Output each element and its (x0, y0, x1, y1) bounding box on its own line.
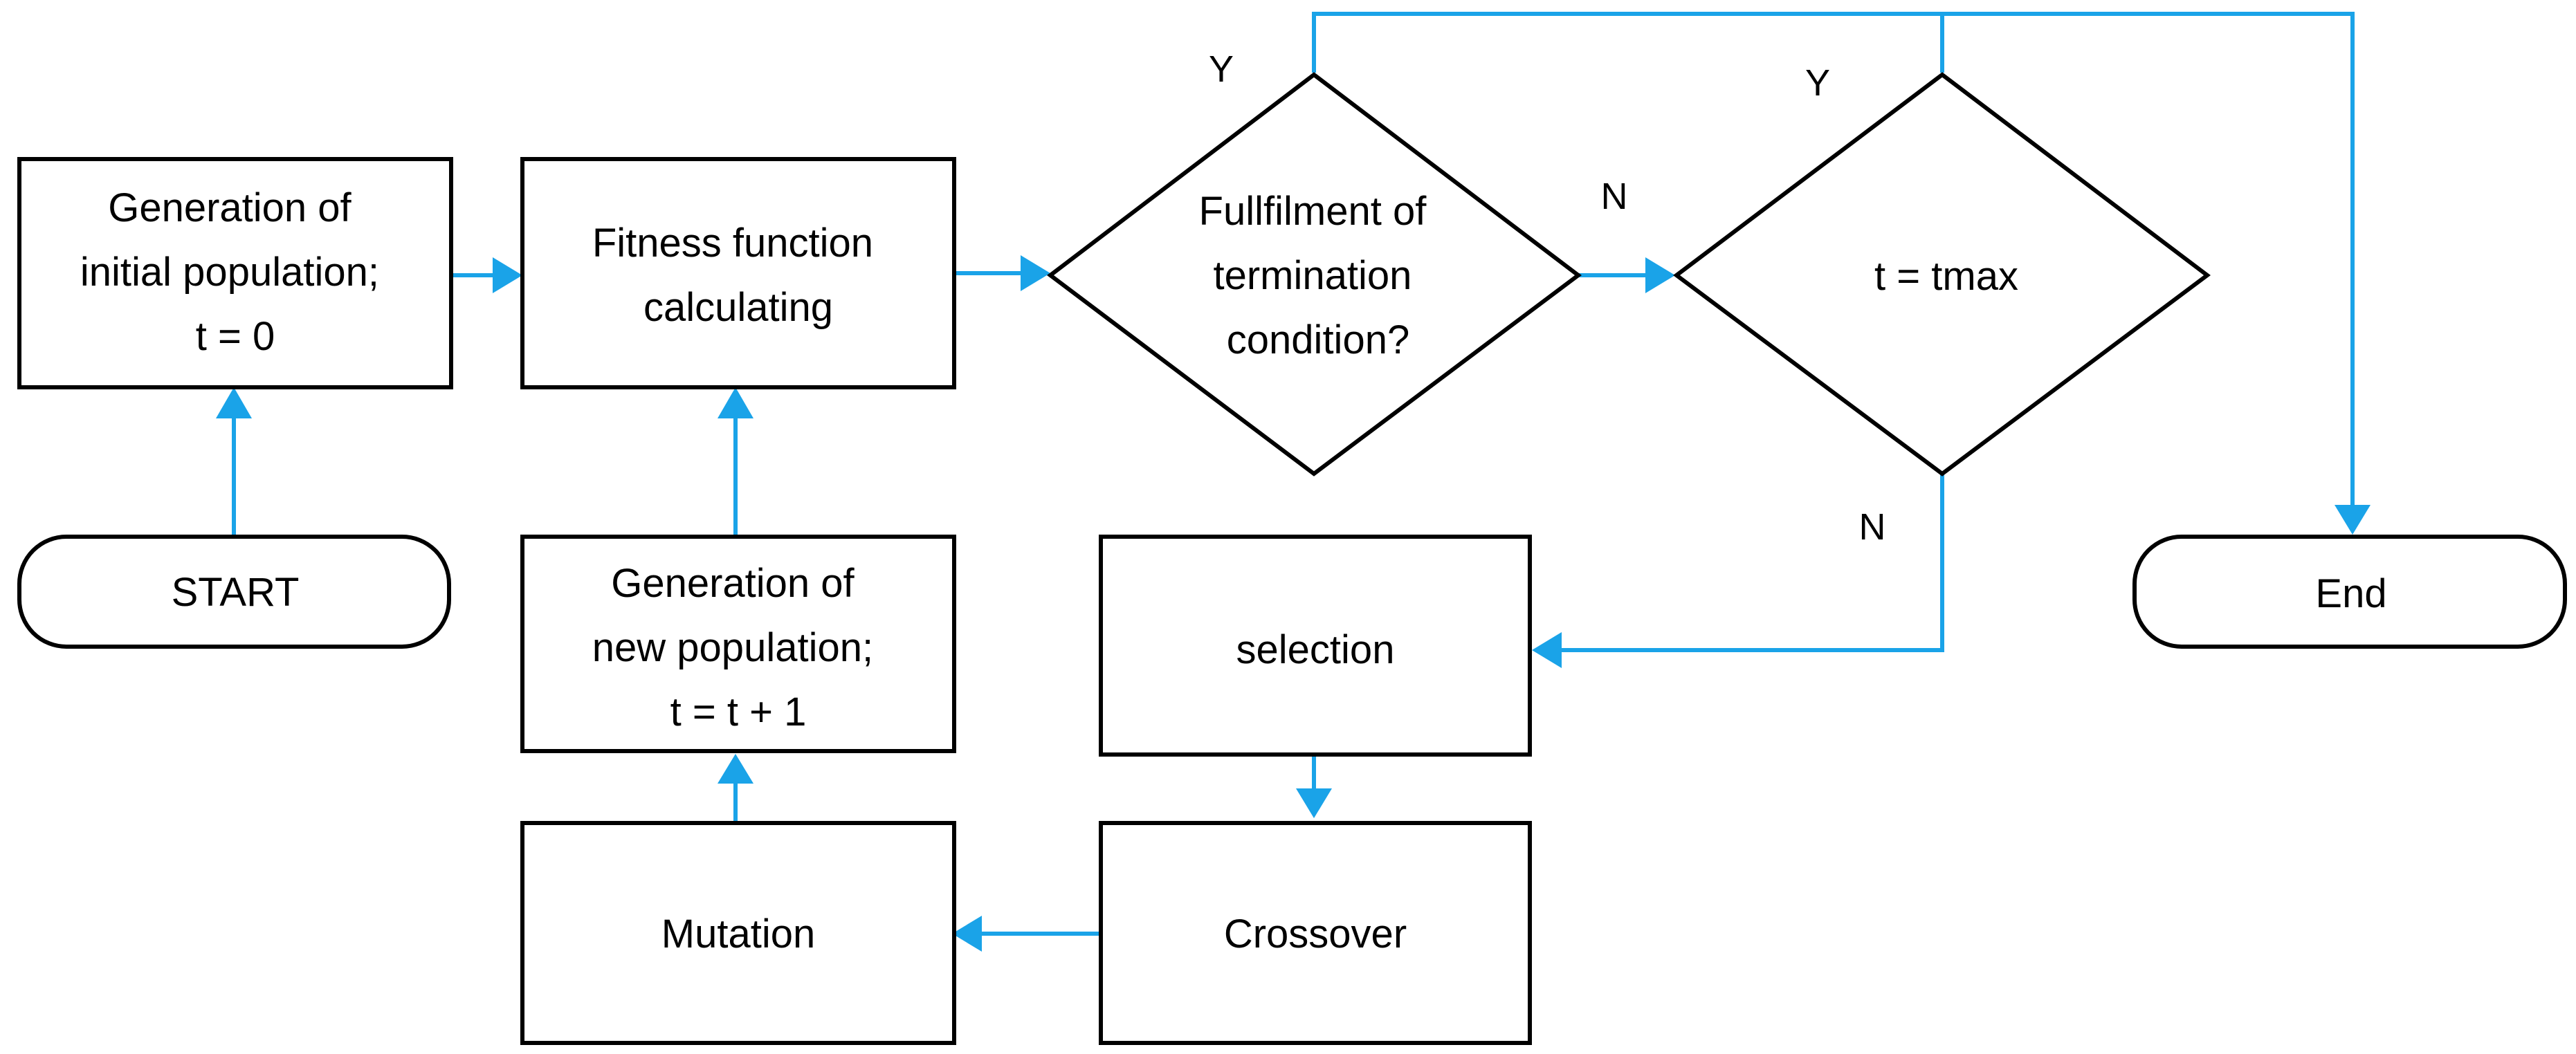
arrowhead-tmax-no-to-selection (1532, 632, 1562, 668)
connectors (216, 12, 2371, 952)
end-terminator: End (2132, 535, 2567, 649)
arrowhead-selection-to-crossover (1296, 788, 1332, 818)
tmax-yes-label: Y (1805, 62, 1830, 104)
arrowhead-start-to-init (216, 387, 252, 418)
arrowhead-fitness-to-termination (1021, 255, 1050, 291)
selection-label: selection (1236, 627, 1395, 672)
crossover-box: Crossover (1099, 821, 1532, 1045)
new-population-label: Generation of new population; t = t + 1 (592, 561, 884, 734)
arrowhead-termination-to-tmax (1645, 257, 1675, 293)
mutation-label: Mutation (661, 912, 815, 956)
crossover-label: Crossover (1224, 912, 1407, 956)
new-population-box: Generation of new population; t = t + 1 (520, 535, 956, 753)
tmax-decision: t = tmax (1673, 72, 2211, 477)
end-label: End (2315, 571, 2386, 616)
init-population-box: Generation of initial population; t = 0 (17, 157, 453, 389)
fitness-label: Fitness function calculating (592, 221, 884, 330)
fitness-box: Fitness function calculating (520, 157, 956, 389)
selection-box: selection (1099, 535, 1532, 757)
arrowhead-new-population-to-fitness (718, 387, 753, 418)
arrow-termination-yes-to-end (1312, 12, 2355, 505)
tmax-no-label: N (1859, 506, 1886, 548)
init-population-label: Generation of initial population; t = 0 (80, 185, 390, 359)
termination-label: Fullfilment of termination condition? (1199, 189, 1438, 362)
termination-yes-label: Y (1209, 48, 1234, 90)
tmax-label: t = tmax (1874, 254, 2018, 299)
arrow-tmax-no-to-selection (1562, 474, 1944, 652)
arrowhead-init-to-fitness (493, 257, 522, 293)
arrowhead-crossover-to-mutation (952, 916, 982, 952)
termination-decision: Fullfilment of termination condition? (1047, 72, 1582, 477)
mutation-box: Mutation (520, 821, 956, 1045)
arrowhead-mutation-to-new-population (718, 754, 753, 784)
arrowhead-to-end (2335, 505, 2371, 535)
termination-no-label: N (1601, 176, 1628, 217)
start-terminator: START (17, 535, 451, 649)
start-label: START (172, 570, 300, 615)
